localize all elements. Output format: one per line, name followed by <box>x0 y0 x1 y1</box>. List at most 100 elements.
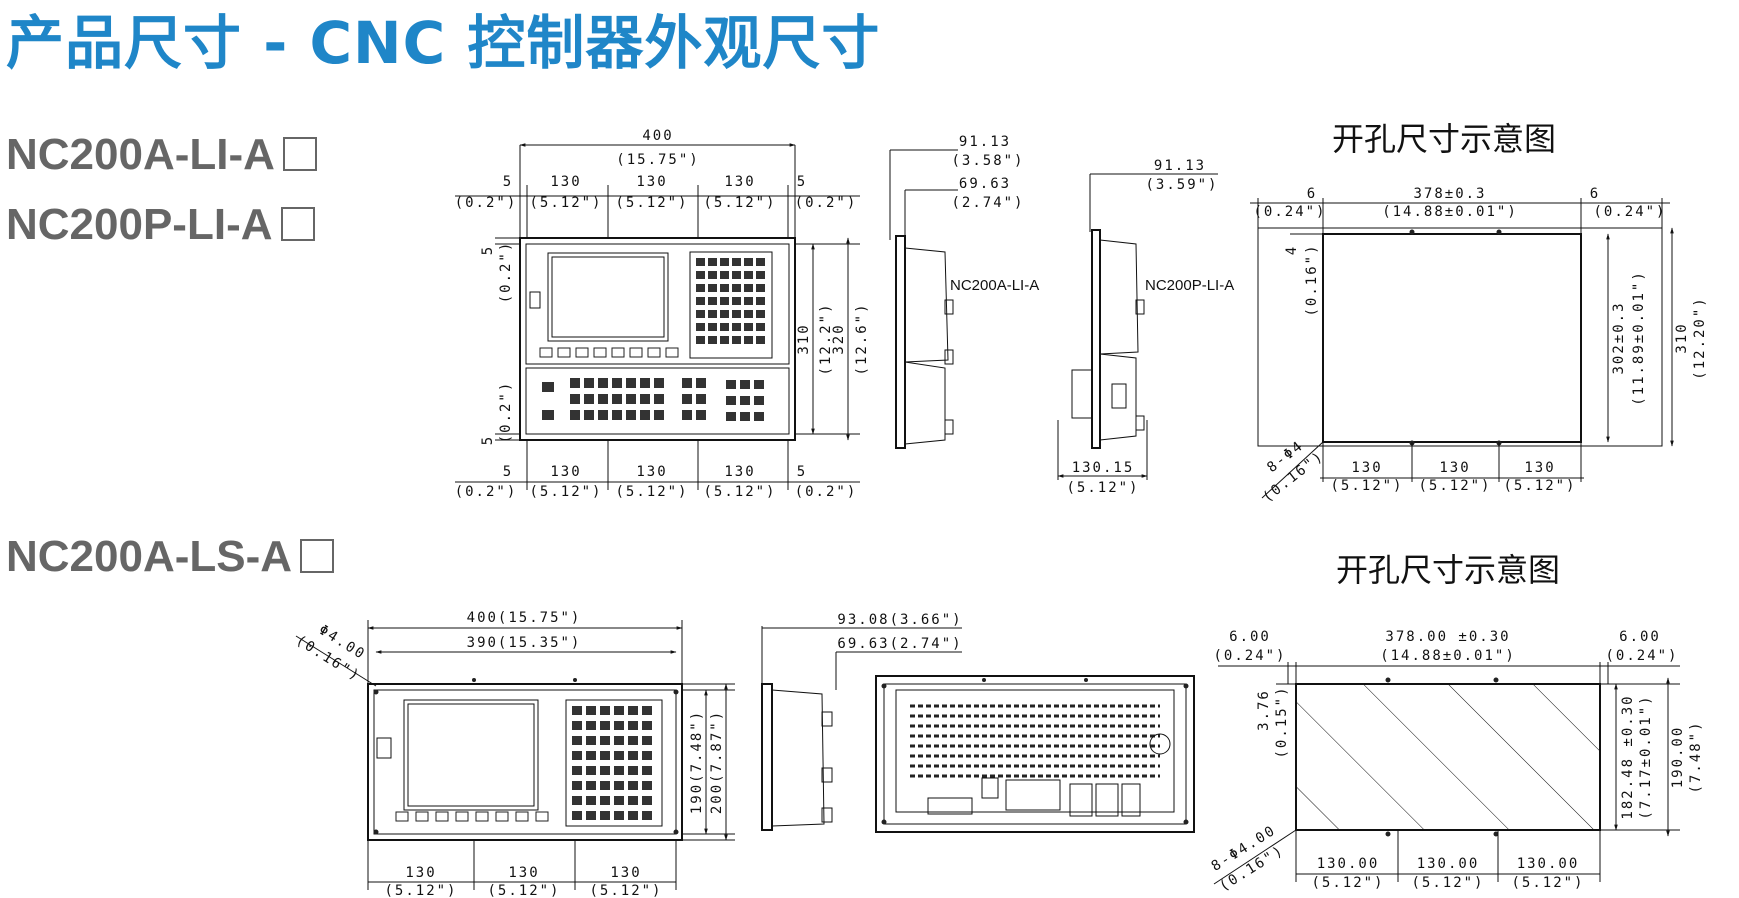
cutout-span-130-in: (5.12") <box>1311 875 1384 891</box>
cutout-edge-6-in: (0.24") <box>1253 204 1326 220</box>
cutout-top: 3.76 <box>1256 689 1272 731</box>
dim-edge-5-in: (0.2") <box>455 195 518 211</box>
dim-span-130-in: (5.12") <box>615 195 688 211</box>
cutout-span-130: 130.00 <box>1417 856 1480 872</box>
function-keys <box>539 347 679 358</box>
cutout-diagram-li: 开孔尺寸示意图 6 (0.24") 378±0.3 (14.88±0.01") … <box>1250 120 1708 506</box>
side-label-a: NC200A-LI-A <box>950 277 1039 294</box>
cutout-span-130: 130.00 <box>1317 856 1380 872</box>
dim-edge-5-in: (0.2") <box>795 195 858 211</box>
dim-height-190: 190(7.48") <box>689 710 705 814</box>
dim-width-400: 400(15.75") <box>467 610 582 626</box>
dim-depth-91-in: (3.59") <box>1145 177 1218 193</box>
dim-edge-5: 5 <box>503 464 513 480</box>
cutout-height-in: (11.89±0.01") <box>1631 270 1647 406</box>
cutout-edge-6: 6 <box>1590 186 1600 202</box>
dim-depth-91: 91.13 <box>1154 158 1206 174</box>
cutout-edge-6-in: (0.24") <box>1605 648 1678 664</box>
rear-view-ls <box>875 675 1195 833</box>
function-keys <box>395 811 549 822</box>
dim-height-310-in: (12.2") <box>818 302 834 375</box>
cutout-edge-6: 6.00 <box>1229 629 1271 645</box>
dim-span-130-in: (5.12") <box>487 883 560 898</box>
side-view-nc200p-li: 91.13 (3.59") NC200P-LI-A 130.15 (5.12") <box>1057 158 1234 496</box>
cutout-span-130-in: (5.12") <box>1330 478 1403 494</box>
dim-width-400-in: (15.75") <box>616 152 699 168</box>
cutout-height-310-in: (12.20") <box>1692 296 1708 379</box>
dim-width-390: 390(15.35") <box>467 635 582 651</box>
dim-height-320-in: (12.6") <box>854 302 870 375</box>
option-box <box>300 539 335 573</box>
dim-span-130: 130 <box>550 464 581 480</box>
model-label-nc200a-li: NC200A-LI-A <box>6 130 317 180</box>
cutout-diagram-ls: 开孔尺寸示意图 6.00 (0.24") 378.00 ±0.30 (14.88… <box>1209 551 1704 895</box>
dim-span-130: 130 <box>636 464 667 480</box>
dim-margin-5: 5 <box>480 435 496 445</box>
cutout-span-130-in: (5.12") <box>1418 478 1491 494</box>
dim-span-130-in: (5.12") <box>529 195 602 211</box>
dim-height-200: 200(7.87") <box>709 710 725 814</box>
option-box <box>282 137 317 171</box>
dim-depth-130-in: (5.12") <box>1066 480 1139 496</box>
operator-keys <box>542 378 764 421</box>
dim-margin-5-in: (0.2") <box>498 241 514 304</box>
cutout-width-in: (14.88±0.01") <box>1382 204 1518 220</box>
dim-depth-69-in: (2.74") <box>951 195 1024 211</box>
cutout-edge-6: 6.00 <box>1619 629 1661 645</box>
side-view-ls: 93.08(3.66") 69.63(2.74") <box>761 612 962 831</box>
dim-depth-93: 93.08(3.66") <box>837 612 962 628</box>
dim-edge-5: 5 <box>797 174 807 190</box>
dim-edge-5-in: (0.2") <box>455 484 518 500</box>
model-label-nc200a-ls: NC200A-LS-A <box>6 532 335 582</box>
option-box <box>280 207 315 241</box>
cutout-height-310: 310 <box>1674 322 1690 353</box>
dim-depth-69: 69.63 <box>959 176 1011 192</box>
cutout-caption: 开孔尺寸示意图 <box>1332 120 1556 158</box>
cutout-span-130: 130 <box>1524 460 1555 476</box>
cutout-top-in: (0.15") <box>1274 685 1290 758</box>
dim-span-130: 130 <box>610 865 641 881</box>
cutout-width: 378±0.3 <box>1413 186 1486 202</box>
cutout-top-4: 4 <box>1284 245 1300 255</box>
cutout-caption: 开孔尺寸示意图 <box>1336 551 1560 589</box>
dim-span-130-in: (5.12") <box>615 484 688 500</box>
cutout-height: 302±0.3 <box>1611 301 1627 374</box>
handwheel-knob <box>376 737 392 759</box>
cutout-edge-6-in: (0.24") <box>1593 204 1666 220</box>
dim-edge-5: 5 <box>797 464 807 480</box>
side-view-nc200a-li: 91.13 (3.58") 69.63 (2.74") NC200A-LI-A <box>889 134 1039 449</box>
dim-depth-130: 130.15 <box>1072 460 1135 476</box>
front-view-ls: 400(15.75") 390(15.35") Φ4.00 (0.16") 19… <box>293 610 735 898</box>
cutout-edge-6: 6 <box>1307 186 1317 202</box>
dim-depth-91: 91.13 <box>959 134 1011 150</box>
dim-span-130: 130 <box>550 174 581 190</box>
cutout-span-130: 130.00 <box>1517 856 1580 872</box>
cutout-span-130: 130 <box>1439 460 1470 476</box>
cutout-height-190-in: (7.48") <box>1688 720 1704 793</box>
dim-span-130-in: (5.12") <box>703 195 776 211</box>
side-label-p: NC200P-LI-A <box>1145 277 1234 294</box>
cutout-span-130-in: (5.12") <box>1511 875 1584 891</box>
cutout-edge-6-in: (0.24") <box>1213 648 1286 664</box>
dim-span-130: 130 <box>405 865 436 881</box>
cutout-height-190: 190.00 <box>1670 726 1686 789</box>
dim-span-130-in: (5.12") <box>589 883 662 898</box>
cutout-span-130-in: (5.12") <box>1411 875 1484 891</box>
dim-margin-5: 5 <box>480 245 496 255</box>
page-title: 产品尺寸 - CNC 控制器外观尺寸 <box>6 9 881 77</box>
dim-width-400: 400 <box>642 128 673 144</box>
dim-span-130: 130 <box>724 174 755 190</box>
dim-edge-5: 5 <box>503 174 513 190</box>
cutout-height: 182.48 ±0.30 <box>1620 694 1636 819</box>
dim-depth-91-in: (3.58") <box>951 153 1024 169</box>
dim-height-310: 310 <box>796 323 812 354</box>
keypad-li <box>696 258 765 344</box>
dim-edge-5-in: (0.2") <box>795 484 858 500</box>
cutout-top-4-in: (0.16") <box>1304 243 1320 316</box>
dim-span-130: 130 <box>508 865 539 881</box>
dim-margin-5-in: (0.2") <box>498 381 514 444</box>
dim-span-130: 130 <box>636 174 667 190</box>
cutout-width: 378.00 ±0.30 <box>1385 629 1510 645</box>
front-view-li: 400 (15.75") 5 (0.2") 130 (5.12") 130 (5… <box>455 128 870 500</box>
